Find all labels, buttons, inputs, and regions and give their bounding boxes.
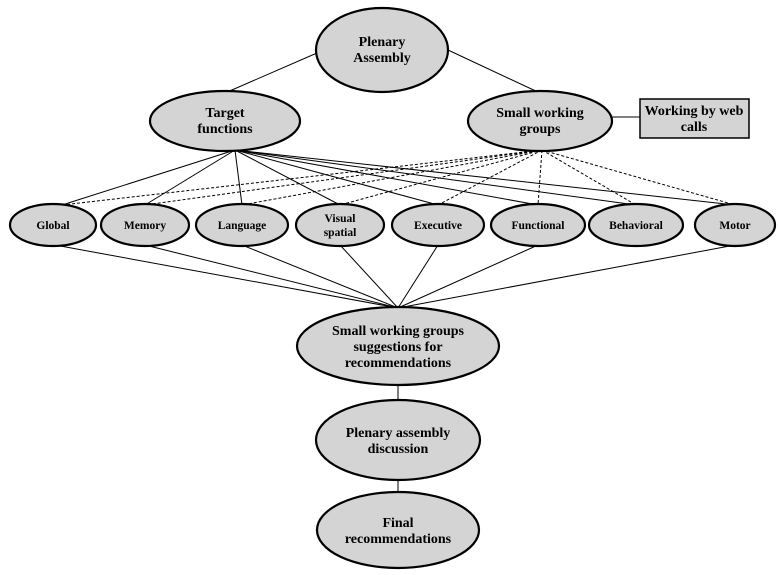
node-label-line: suggestions for — [353, 340, 442, 355]
edge-target-behavioral — [234, 149, 637, 206]
edge-motor-suggestions — [397, 244, 736, 309]
node-label-line: Functional — [511, 220, 564, 232]
svg-text:Executive: Executive — [414, 220, 462, 232]
edge-plenary-target — [224, 52, 318, 94]
edge-visual-suggestions — [339, 244, 399, 309]
edge-target-visual — [234, 149, 341, 206]
edge-groups-motor — [541, 149, 736, 206]
edge-functional-suggestions — [397, 244, 539, 309]
svg-text:recommendations: recommendations — [345, 356, 452, 371]
svg-text:Target: Target — [205, 106, 244, 121]
svg-text:Working by web: Working by web — [645, 104, 744, 119]
edge-target-motor — [234, 149, 736, 206]
edge-groups-behavioral — [541, 149, 637, 206]
edge-global-suggestions — [54, 244, 399, 309]
edge-target-functional — [234, 149, 539, 206]
node-label-line: Plenary — [359, 35, 406, 50]
node-label-line: Visual — [325, 213, 356, 225]
node-label-line: discussion — [368, 442, 429, 457]
edge-executive-suggestions — [397, 244, 439, 309]
svg-text:Language: Language — [218, 220, 267, 232]
svg-text:Motor: Motor — [719, 220, 750, 232]
svg-text:Plenary assembly: Plenary assembly — [346, 426, 451, 441]
svg-text:discussion: discussion — [368, 442, 429, 457]
node-final-recommendations: Final recommendations — [315, 490, 481, 570]
svg-text:spatial: spatial — [324, 227, 357, 239]
node-domain-global: Global — [8, 202, 98, 248]
node-domain-executive: Executive — [390, 202, 486, 248]
node-domain-visual-spatial: Visual spatial — [294, 202, 386, 248]
node-label-line: Final — [382, 516, 413, 531]
svg-text:Behavioral: Behavioral — [609, 220, 663, 232]
node-small-working-groups: Small working groups — [466, 89, 614, 153]
node-plenary-discussion: Plenary assembly discussion — [314, 398, 482, 482]
node-label-line: Assembly — [353, 51, 411, 66]
svg-text:groups: groups — [520, 122, 562, 137]
node-domain-memory: Memory — [99, 202, 191, 248]
edge-groups-functional — [537, 149, 543, 206]
diagram-nodes: Plenary Assembly Target functions Small … — [8, 6, 777, 570]
svg-text:Visual: Visual — [325, 213, 356, 225]
connector-lines — [54, 49, 736, 492]
edge-target-executive — [234, 149, 439, 206]
node-label-line: Executive — [414, 220, 462, 232]
node-label-line: Plenary assembly — [346, 426, 451, 441]
node-domain-behavioral: Behavioral — [587, 202, 685, 248]
svg-text:Memory: Memory — [124, 220, 166, 232]
svg-text:Final: Final — [382, 516, 413, 531]
edge-target-language — [234, 149, 243, 206]
edge-groups-language — [241, 149, 543, 206]
node-label-line: calls — [681, 120, 708, 135]
svg-text:Functional: Functional — [511, 220, 564, 232]
node-label-line: Memory — [124, 220, 166, 232]
node-working-by-web-calls: Working by web calls — [639, 98, 750, 139]
node-domain-motor: Motor — [693, 202, 777, 248]
svg-text:suggestions for: suggestions for — [353, 340, 442, 355]
node-label-line: Motor — [719, 220, 750, 232]
edge-target-global — [61, 149, 236, 206]
svg-text:Plenary: Plenary — [359, 35, 406, 50]
node-label-line: Working by web — [645, 104, 744, 119]
node-suggestions: Small working groups suggestions for rec… — [295, 305, 501, 387]
edge-target-memory — [144, 149, 236, 206]
node-label-line: Target — [205, 106, 244, 121]
edge-language-suggestions — [241, 244, 399, 309]
edge-groups-memory — [144, 149, 543, 206]
svg-text:functions: functions — [197, 122, 253, 137]
svg-text:Small working: Small working — [496, 106, 584, 121]
edge-memory-suggestions — [144, 244, 399, 309]
svg-text:recommendations: recommendations — [345, 532, 452, 547]
node-label-line: recommendations — [345, 356, 452, 371]
svg-text:Global: Global — [36, 220, 69, 232]
edge-groups-global — [61, 149, 543, 206]
svg-text:Assembly: Assembly — [353, 51, 411, 66]
node-target-functions: Target functions — [148, 89, 302, 153]
node-label-line: Global — [36, 220, 69, 232]
node-domain-language: Language — [194, 202, 290, 248]
node-label-line: functions — [197, 122, 253, 137]
svg-text:Small working groups: Small working groups — [332, 324, 465, 339]
node-domain-functional: Functional — [489, 202, 587, 248]
edge-groups-visual — [339, 149, 543, 206]
node-label-line: recommendations — [345, 532, 452, 547]
node-label-line: Small working groups — [332, 324, 465, 339]
node-label-line: groups — [520, 122, 562, 137]
node-plenary-assembly: Plenary Assembly — [314, 6, 450, 94]
edge-plenary-groups — [447, 49, 541, 94]
node-label-line: Language — [218, 220, 267, 232]
node-label-line: Small working — [496, 106, 584, 121]
node-label-line: Behavioral — [609, 220, 663, 232]
node-label-line: spatial — [324, 227, 357, 239]
svg-text:calls: calls — [681, 120, 708, 135]
